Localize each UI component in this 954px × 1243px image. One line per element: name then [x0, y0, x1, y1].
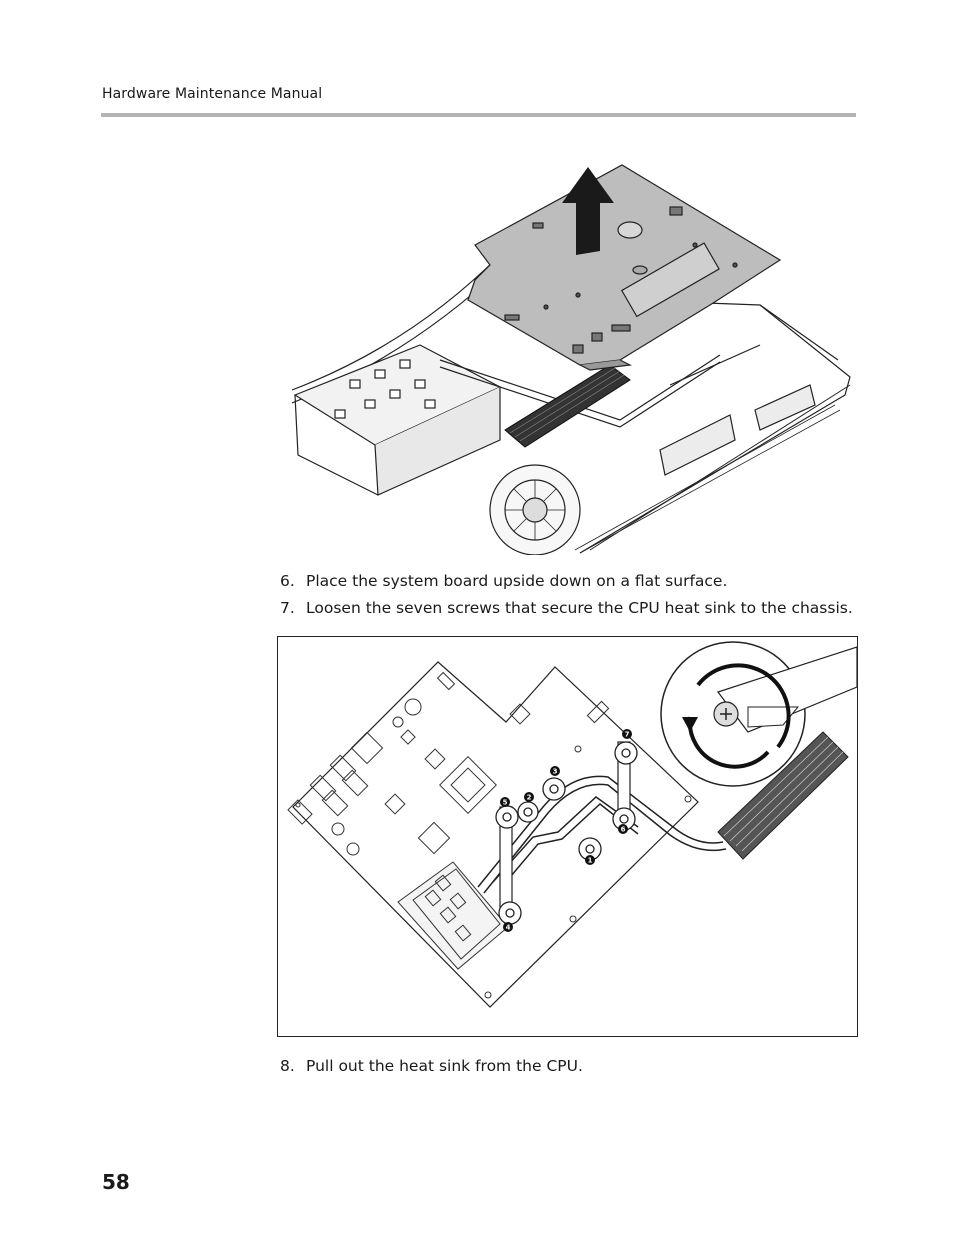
heat-sink-screws-figure: 1 2 3 4 5 6 7 [277, 636, 858, 1037]
step-8: 8. Pull out the heat sink from the CPU. [280, 1057, 583, 1075]
step-number: 7. [280, 599, 295, 617]
header-divider [101, 113, 856, 117]
page-number: 58 [102, 1170, 130, 1194]
step-text: Pull out the heat sink from the CPU. [306, 1057, 583, 1075]
callout-1: 1 [588, 857, 593, 865]
callout-4: 4 [506, 924, 511, 932]
running-header: Hardware Maintenance Manual [102, 86, 323, 102]
step-6: 6. Place the system board upside down on … [280, 572, 727, 590]
callout-6: 6 [621, 826, 626, 834]
step-7: 7. Loosen the seven screws that secure th… [280, 599, 853, 617]
callout-7: 7 [625, 731, 630, 739]
screw-callouts [500, 729, 632, 932]
system-board-removal-figure [290, 155, 855, 555]
callout-3: 3 [553, 768, 558, 776]
step-text: Place the system board upside down on a … [306, 572, 728, 590]
step-text: Loosen the seven screws that secure the … [306, 599, 853, 617]
step-number: 8. [280, 1057, 295, 1075]
callout-5: 5 [503, 799, 508, 807]
step-number: 6. [280, 572, 295, 590]
callout-2: 2 [527, 794, 532, 802]
